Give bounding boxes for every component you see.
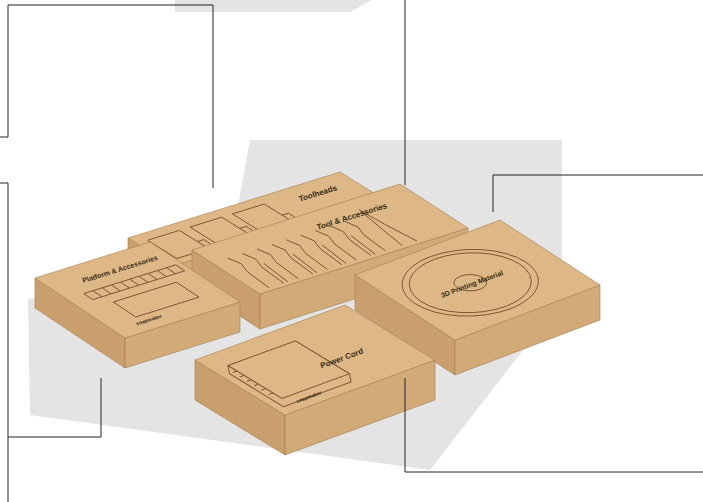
leader-line — [0, 183, 8, 502]
icon-stroke — [148, 273, 157, 279]
boxes — [35, 172, 600, 455]
icon-stroke — [254, 384, 259, 386]
icon-stroke — [283, 239, 333, 270]
icon-stroke — [254, 248, 304, 279]
box-top — [195, 305, 435, 415]
icon-stroke — [113, 282, 199, 317]
leader-line — [8, 378, 101, 437]
box-top — [35, 242, 240, 338]
icon-stroke — [240, 375, 245, 377]
icon-stroke — [130, 279, 139, 285]
box-icon — [375, 236, 565, 330]
icon-stroke — [269, 393, 274, 395]
icon-stroke — [167, 268, 176, 274]
box-top — [355, 220, 600, 340]
icon-stroke — [93, 291, 102, 297]
shadow — [175, 0, 372, 12]
icon-stroke — [225, 257, 275, 288]
icon-stroke — [84, 265, 185, 300]
icon-stroke — [221, 341, 359, 407]
leader-line — [493, 175, 703, 212]
icon-stroke — [375, 236, 565, 330]
icon-stroke — [139, 276, 148, 282]
leader-line — [0, 5, 8, 137]
leader-line — [8, 5, 213, 188]
icon-stroke — [385, 241, 556, 325]
icon-stroke — [111, 285, 120, 291]
icon-stroke — [312, 230, 362, 261]
leader-line — [405, 378, 703, 472]
icon-stroke — [341, 220, 391, 251]
icon-stroke — [102, 288, 111, 294]
icon-stroke — [233, 371, 238, 373]
icon-stroke — [247, 380, 251, 382]
leader-line — [405, 0, 406, 185]
box-icon — [221, 341, 359, 407]
icon-stroke — [157, 271, 166, 277]
icon-stroke — [121, 282, 130, 288]
icon-stroke — [261, 389, 266, 391]
